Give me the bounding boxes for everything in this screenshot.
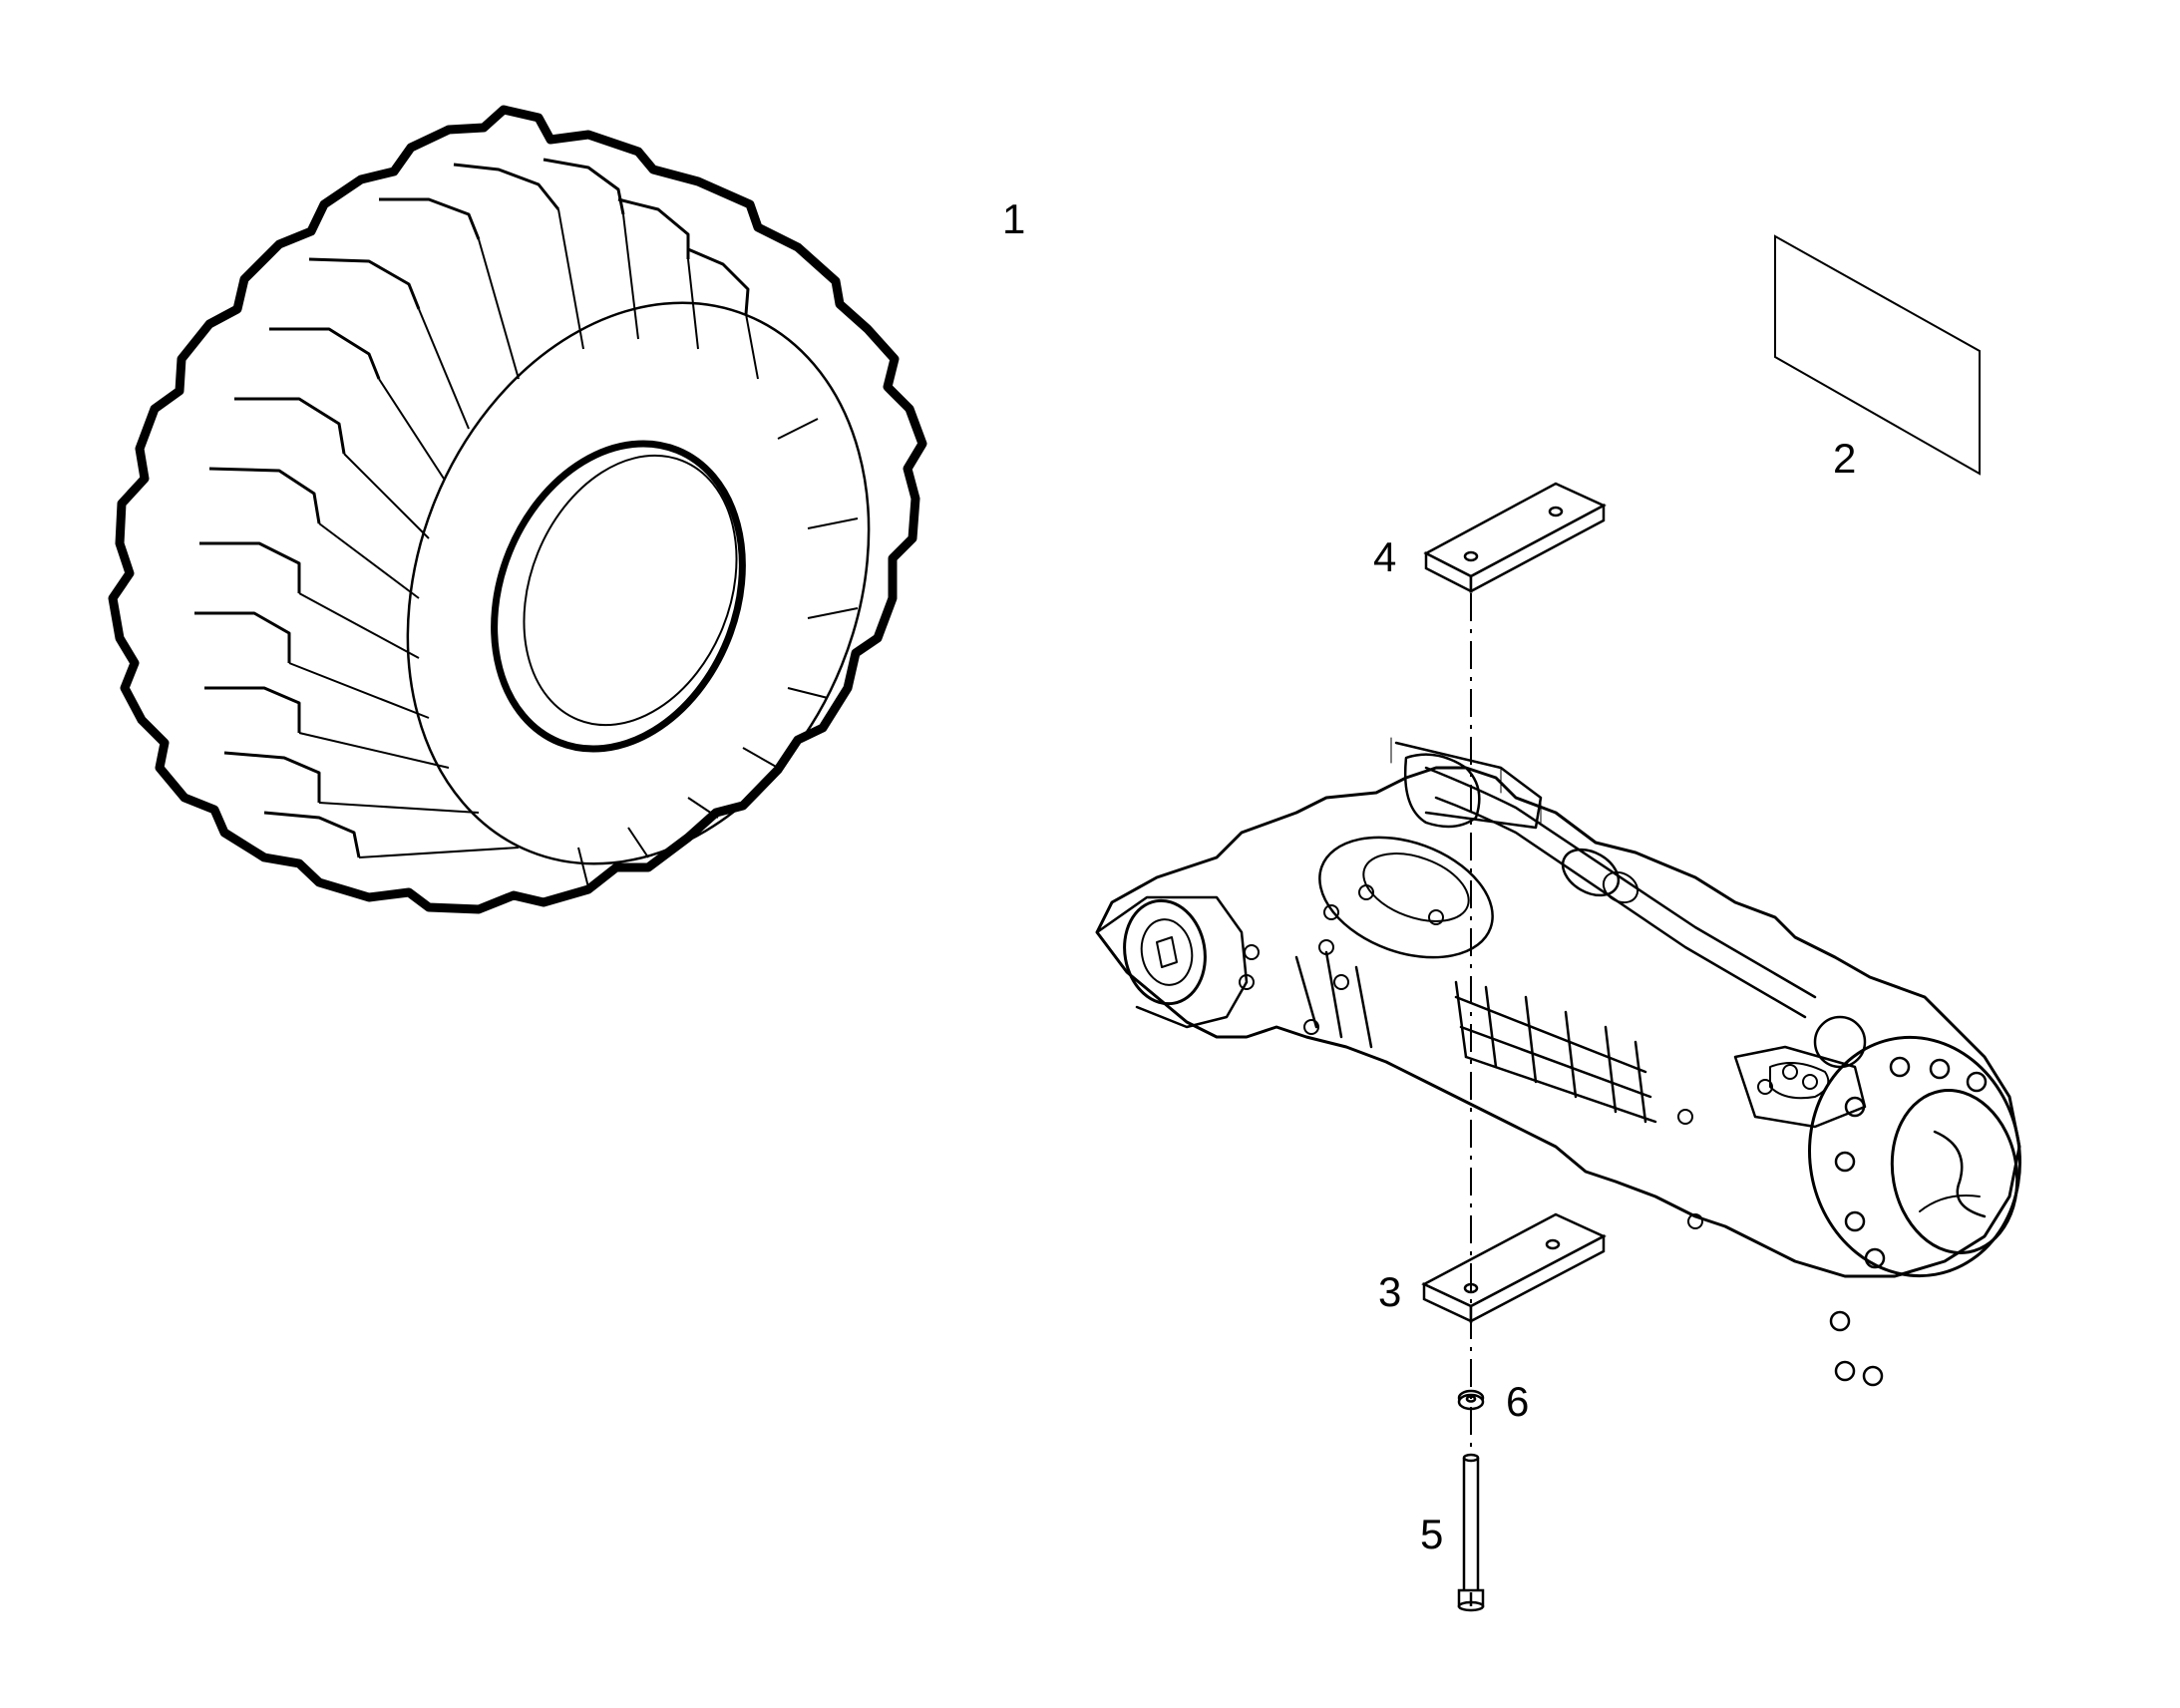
callout-2: 2 [1833, 435, 1856, 482]
right-steering-knuckle [1733, 1045, 1867, 1129]
tire-rim-inner-edge [523, 454, 738, 727]
tire-groove-lines [288, 208, 859, 888]
tire-rim-opening [491, 440, 746, 753]
tire-outer-tread [108, 105, 927, 914]
lower-spacer-plate-part [1421, 1212, 1607, 1324]
callout-4: 4 [1373, 533, 1396, 580]
housing-ribs [1294, 950, 1657, 1124]
callout-3: 3 [1378, 1268, 1401, 1315]
callout-5: 5 [1420, 1511, 1443, 1557]
washer-part [1457, 1389, 1485, 1411]
axle-assembly [1095, 737, 2021, 1387]
housing-bolts [1239, 884, 1818, 1229]
tire-tread-lugs [194, 158, 750, 858]
tire-part [108, 105, 927, 914]
decal-sheet-part [1774, 234, 1981, 476]
left-end-bracket [1095, 895, 1249, 1029]
hub-studs [1829, 1056, 1988, 1387]
left-hub-flange [1123, 898, 1207, 1006]
left-hub-cap [1140, 918, 1194, 986]
callout-6: 6 [1506, 1378, 1529, 1425]
callout-1: 1 [1002, 195, 1025, 242]
axle-housing-outline [1095, 766, 2021, 1278]
tie-rod-joint-left [1561, 848, 1621, 897]
right-hub-flange [1808, 1035, 2021, 1278]
differential-cover [1318, 836, 1494, 959]
steering-tie-rod [1424, 766, 1817, 1019]
upper-spacer-plate-part [1423, 482, 1607, 594]
callout-labels: 1 2 3 4 5 6 [1002, 195, 1856, 1557]
tie-rod-joint-right [1813, 1015, 1867, 1069]
bolt-part [1457, 1453, 1485, 1612]
right-hub-cap [1890, 1089, 2019, 1254]
